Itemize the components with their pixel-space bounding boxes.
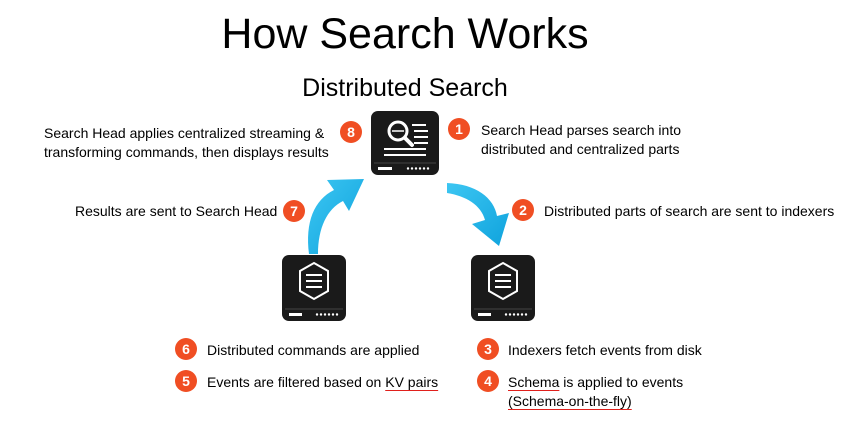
step-1-badge: 1	[448, 118, 470, 140]
search-head-server-icon	[370, 111, 440, 179]
step-6-badge: 6	[175, 338, 197, 360]
schema-on-the-fly-term: (Schema-on-the-fly)	[508, 393, 632, 409]
step-5-text: Events are filtered based on KV pairs	[207, 373, 438, 392]
kv-pairs-term: KV pairs	[385, 374, 439, 390]
step-2-badge: 2	[512, 199, 534, 221]
schema-term: Schema	[508, 374, 560, 390]
step-5-text-pre: Events are filtered based on	[207, 374, 386, 390]
arrow-to-indexers	[447, 183, 509, 246]
step-5-badge: 5	[175, 370, 197, 392]
step-7-text: Results are sent to Search Head	[75, 203, 278, 219]
step-7-badge: 7	[283, 200, 305, 222]
page-title: How Search Works	[221, 10, 589, 58]
arrow-to-search-head	[308, 179, 364, 254]
step-4-badge: 4	[477, 370, 499, 392]
step-2-text: Distributed parts of search are sent to …	[544, 203, 835, 219]
indexer-left-server-icon	[281, 255, 347, 323]
step-4-text-mid: is applied to events	[559, 374, 684, 390]
step-8-text: Search Head applies centralized streamin…	[44, 125, 329, 160]
step-3-text: Indexers fetch events from disk	[508, 342, 702, 358]
step-4-text: Schema is applied to events	[508, 373, 683, 392]
step-3-badge: 3	[477, 338, 499, 360]
step-1-text: Search Head parses search into distribut…	[481, 122, 681, 157]
page-subtitle: Distributed Search	[302, 74, 508, 102]
step-4-text-line2: (Schema-on-the-fly)	[508, 392, 632, 411]
step-8-badge: 8	[340, 121, 362, 143]
step-6-text: Distributed commands are applied	[207, 342, 420, 358]
indexer-right-server-icon	[470, 255, 536, 323]
